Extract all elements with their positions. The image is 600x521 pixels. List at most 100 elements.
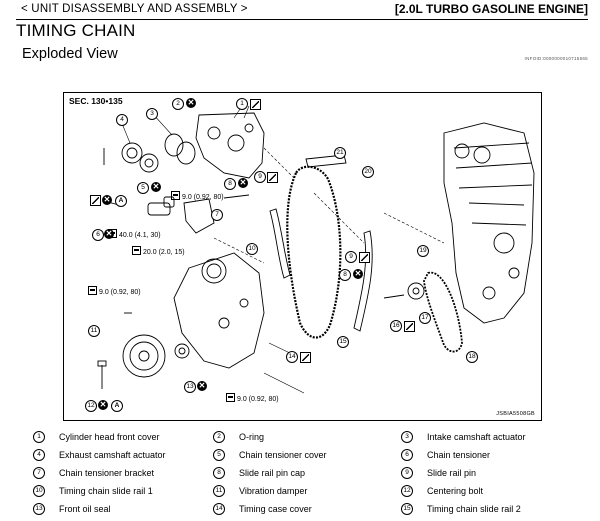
new-part-x-icon: ✕ [197,381,207,391]
sealant-icon [300,352,311,363]
engine-block-drawing [443,122,535,324]
exploded-view-diagram: SEC. 130•135 9.0 (0.92, 80) 40.0 (4.1, 3… [63,92,542,421]
legend-label: Timing case cover [239,504,312,514]
legend-row: 7 Chain tensioner bracket 8 Slide rail pin… [33,467,593,485]
legend-number: 4 [33,449,45,461]
callout-7: 7 [211,209,223,221]
legend-label: Chain tensioner bracket [59,468,155,478]
callout-19: 19 [417,245,429,257]
sealant-icon [359,252,370,263]
legend-number: 11 [213,485,225,497]
callout-8b: 8 [339,269,351,281]
torque-spec-3: 20.0 (2.0, 15) [132,246,185,256]
callout-15: 15 [337,336,349,348]
legend-row: 10 Timing chain slide rail 1 11 Vibration … [33,485,593,503]
sealant-icon [90,195,101,206]
callout-9b: 9 [345,251,357,263]
vibration-damper-drawing [122,334,166,378]
callout-8: 8 [224,178,236,190]
page-subtitle: Exploded View [22,46,118,62]
callout-1: 1 [236,98,248,110]
callout-2: 2 [172,98,184,110]
legend-item: 7 Chain tensioner bracket [33,467,154,479]
legend-item: 13 Front oil seal [33,503,111,515]
legend-item: 11 Vibration damper [213,485,307,497]
legend-label: Front oil seal [59,504,111,514]
torque-spec-4: 9.0 (0.92, 80) [88,286,141,296]
legend-number: 1 [33,431,45,443]
new-part-x-icon: ✕ [238,178,248,188]
header-bar: < UNIT DISASSEMBLY AND ASSEMBLY > [2.0L … [16,2,588,20]
apply-fluid-a-icon: A [115,195,127,207]
torque-icon [226,393,235,402]
torque-icon [171,191,180,200]
legend-label: Chain tensioner cover [239,450,327,460]
timing-chain-slide-rail-1-drawing [269,208,291,279]
torque-icon [88,286,97,295]
legend-item: 6 Chain tensioner [401,449,490,461]
front-oil-seal-drawing [174,343,190,359]
legend-item: 3 Intake camshaft actuator [401,431,526,443]
intake-camshaft-actuator-drawing [139,153,159,173]
legend-label: Timing chain slide rail 2 [427,504,521,514]
callout-3: 3 [146,108,158,120]
legend-number: 12 [401,485,413,497]
legend-label: Intake camshaft actuator [427,432,526,442]
callout-17: 17 [419,312,431,324]
legend-label: Slide rail pin cap [239,468,306,478]
sealant-icon [404,321,415,332]
legend-label: Vibration damper [239,486,308,496]
callout-6: 6 [92,229,104,241]
callout-4: 4 [116,114,128,126]
legend-label: Timing chain slide rail 1 [59,486,153,496]
engine-label: [2.0L TURBO GASOLINE ENGINE] [394,2,588,16]
new-part-x-icon: ✕ [186,98,196,108]
new-part-x-icon: ✕ [102,195,112,205]
legend-number: 10 [33,485,45,497]
info-id: INFOID:0000000010715565 [524,56,588,61]
legend-number: 9 [401,467,413,479]
legend-item: 9 Slide rail pin [401,467,476,479]
callout-10: 10 [246,243,258,255]
callout-14: 14 [286,351,298,363]
legend-number: 2 [213,431,225,443]
exploded-view-drawing [97,105,535,394]
timing-chain-slide-rail-2-drawing [353,230,373,332]
callout-20: 20 [362,166,374,178]
callout-5: 5 [137,182,149,194]
legend-item: 12 Centering bolt [401,485,483,497]
legend-number: 8 [213,467,225,479]
legend-number: 3 [401,431,413,443]
apply-fluid-a-icon: A [111,400,123,412]
legend-label: Centering bolt [427,486,484,496]
callout-13: 13 [184,381,196,393]
legend-label: Slide rail pin [427,468,477,478]
legend-label: Chain tensioner [427,450,491,460]
timing-case-cover-drawing [173,252,265,369]
legend-number: 7 [33,467,45,479]
callout-9: 9 [254,171,266,183]
sealant-icon [267,172,278,183]
legend-number: 6 [401,449,413,461]
torque-spec-1: 9.0 (0.92, 80) [171,191,224,201]
o-ring-drawing [164,133,184,157]
exhaust-camshaft-actuator-drawing [121,142,143,164]
cylinder-head-front-cover-drawing [195,112,265,179]
legend-item: 8 Slide rail pin cap [213,467,305,479]
legend-number: 15 [401,503,413,515]
callout-12: 12 [85,400,97,412]
callout-16: 16 [390,320,402,332]
section-breadcrumb: < UNIT DISASSEMBLY AND ASSEMBLY > [21,3,248,15]
chain-tensioner-bracket-drawing [183,198,215,234]
legend-number: 13 [33,503,45,515]
figure-code: JSBIA5508GB [496,411,535,417]
new-part-x-icon: ✕ [104,229,114,239]
